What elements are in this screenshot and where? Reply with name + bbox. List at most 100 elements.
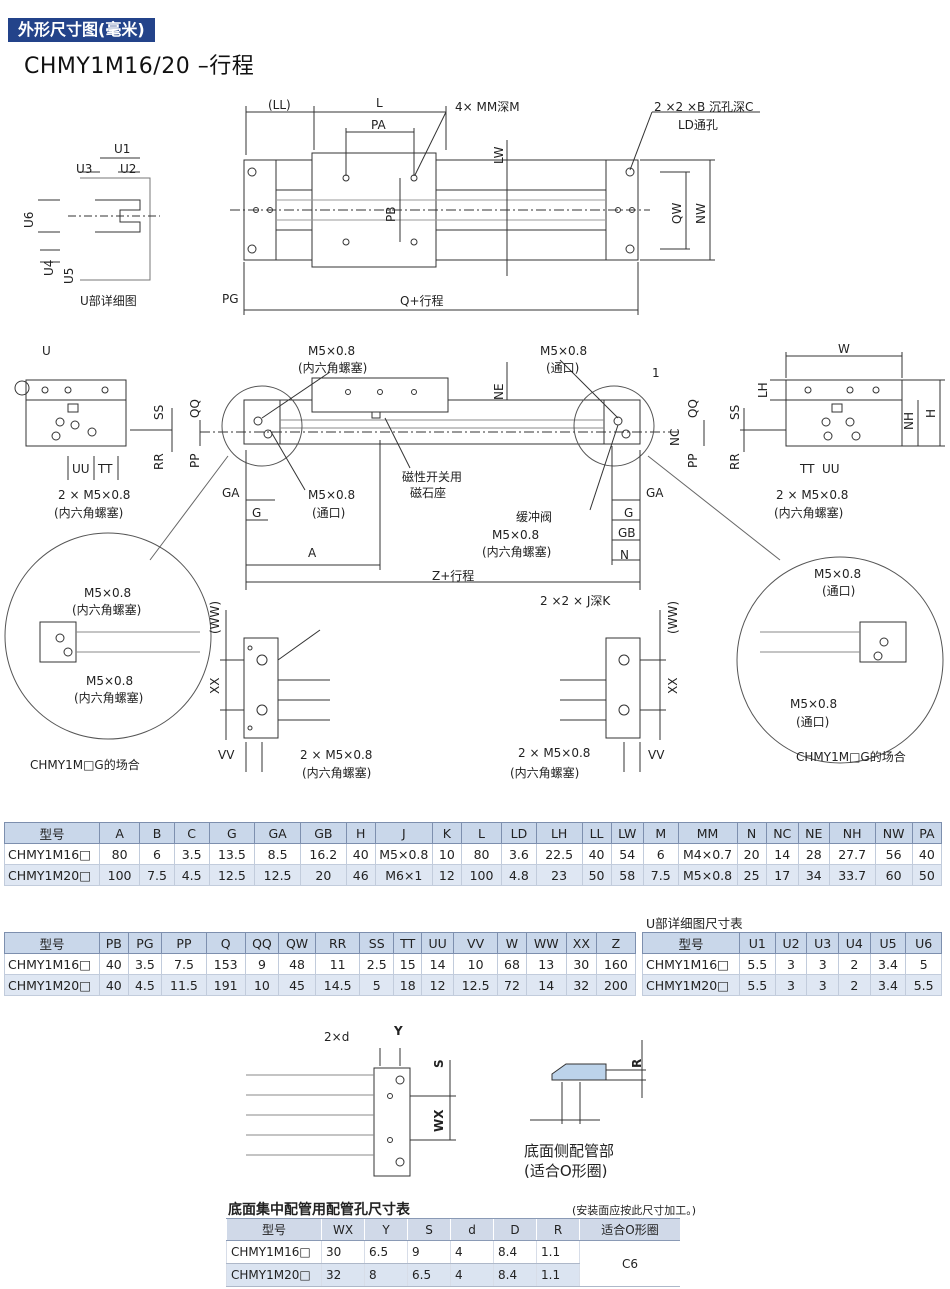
col-header: 型号 (642, 932, 740, 954)
col-header: NE (797, 822, 830, 844)
col-header: NC (765, 822, 799, 844)
table-cell: 5 (905, 953, 942, 975)
table-cell: 3 (806, 953, 839, 975)
col-header: U1 (739, 932, 776, 954)
table-cell: 100 (98, 864, 141, 886)
table-cell: 80 (460, 843, 503, 865)
col-header: U2 (774, 932, 808, 954)
table-cell: M4×0.7 (677, 843, 738, 865)
table-cell: 4.5 (173, 864, 210, 886)
table-cell: CHMY1M16□ (226, 1240, 322, 1264)
col-header: PB (99, 932, 129, 954)
table-cell: 14.5 (314, 974, 361, 996)
col-header: GB (299, 822, 347, 844)
d-label: 2×d (324, 1030, 350, 1044)
table-cell: 7.5 (139, 864, 175, 886)
col-header: NH (828, 822, 876, 844)
l-label: L (376, 96, 383, 110)
col-header: PP (161, 932, 207, 954)
table-cell: 4 (450, 1240, 494, 1264)
table-cell: CHMY1M20□ (226, 1263, 322, 1287)
col-header: N (736, 822, 767, 844)
table-cell: 40 (99, 974, 129, 996)
circle-right-caption: CHMY1M□G的场合 (796, 750, 906, 764)
table-cell: 6 (139, 843, 175, 865)
table-cell: 25 (736, 864, 767, 886)
piping-table-note: (安装面应按此尺寸加工。) (572, 1204, 697, 1217)
table-cell: 12.5 (452, 974, 499, 996)
table-cell: 80 (98, 843, 141, 865)
table-cell: 5.5 (739, 953, 776, 975)
col-header: U4 (838, 932, 871, 954)
table-cell: 153 (205, 953, 246, 975)
spec-table-1: 型号 A B C G GA GB H J K L LD LH LL LW M M… (4, 822, 943, 886)
w-label: W (838, 342, 850, 356)
h-label: H (924, 408, 938, 418)
table-cell: CHMY1M20□ (4, 864, 100, 886)
table-cell: 56 (874, 843, 913, 865)
col-header: PG (127, 932, 163, 954)
m5-port-top-label: M5×0.8 (540, 344, 588, 358)
g-right-label: G (624, 506, 634, 520)
wx-label: WX (432, 1109, 446, 1133)
col-header: WX (321, 1218, 365, 1241)
hex-plug-right-label: (内六角螺塞) (774, 506, 844, 520)
col-header: U5 (869, 932, 907, 954)
table-cell: 60 (874, 864, 913, 886)
table-cell: 8.5 (254, 843, 301, 865)
col-header: Z (595, 932, 637, 954)
xx-right-label: XX (666, 677, 680, 694)
nw-label: NW (694, 203, 708, 224)
col-header: SS (359, 932, 395, 954)
table-cell: 14 (421, 953, 454, 975)
table-cell: M6×1 (374, 864, 433, 886)
m5-2x-right-label: 2 × M5×0.8 (776, 488, 849, 502)
m5-2x-bl-label: 2 × M5×0.8 (300, 748, 373, 762)
table-cell: CHMY1M16□ (642, 953, 740, 975)
pa-label: PA (371, 118, 386, 132)
col-header: NW (874, 822, 913, 844)
col-header: d (450, 1218, 494, 1241)
y-label: Y (394, 1024, 403, 1038)
hex-plug-mid-label: (内六角螺塞) (482, 545, 552, 559)
table-cell: 160 (595, 953, 637, 975)
col-header: K (431, 822, 462, 844)
col-header: GA (254, 822, 301, 844)
table-cell: 5.5 (739, 974, 776, 996)
table-cell: 4.8 (501, 864, 537, 886)
table-cell: 40 (345, 843, 376, 865)
r-label: R (630, 1058, 644, 1068)
col-header: B (139, 822, 175, 844)
table-cell: 2 (838, 953, 871, 975)
mm-holes-label: 4× MM深M (455, 100, 520, 114)
table-cell: 200 (595, 974, 637, 996)
col-header: S (407, 1218, 451, 1241)
gb-label: GB (618, 526, 636, 540)
n-label: N (620, 548, 629, 562)
col-header: G (208, 822, 256, 844)
ld-label: LD通孔 (678, 118, 718, 132)
circle-left-caption: CHMY1M□G的场合 (30, 758, 140, 772)
table-cell: 2 (838, 974, 871, 996)
u-detail-table: 型号 U1 U2 U3 U4 U5 U6 CHMY1M16□ 5.5 3 3 2… (642, 932, 942, 996)
section-title-badge: 外形尺寸图(毫米) (8, 18, 155, 42)
table-header-row: 型号 PB PG PP Q QQ QW RR SS TT UU VV W WW … (4, 932, 637, 954)
table-cell: CHMY1M16□ (4, 843, 100, 865)
col-header: M (642, 822, 679, 844)
u-marker-label: U (42, 344, 51, 358)
table-cell: 12 (421, 974, 454, 996)
rr-right-label: RR (728, 453, 742, 470)
table-row: CHMY1M20□ 32 8 6.5 4 8.4 1.1 (226, 1263, 681, 1287)
pp-left-label: PP (188, 453, 202, 468)
table-cell: 9 (244, 953, 280, 975)
table-cell: 1.1 (536, 1240, 580, 1264)
table-cell: 32 (565, 974, 597, 996)
table-cell: 12.5 (254, 864, 301, 886)
circle-left-m5b: M5×0.8 (86, 674, 134, 688)
table-cell: 6 (642, 843, 679, 865)
table-cell: 8 (364, 1263, 408, 1287)
ww-left-label: (WW) (208, 600, 222, 634)
vv-left-label: VV (218, 748, 235, 762)
table-cell: 12.5 (208, 864, 256, 886)
col-header: 适合O形圈 (579, 1218, 680, 1241)
